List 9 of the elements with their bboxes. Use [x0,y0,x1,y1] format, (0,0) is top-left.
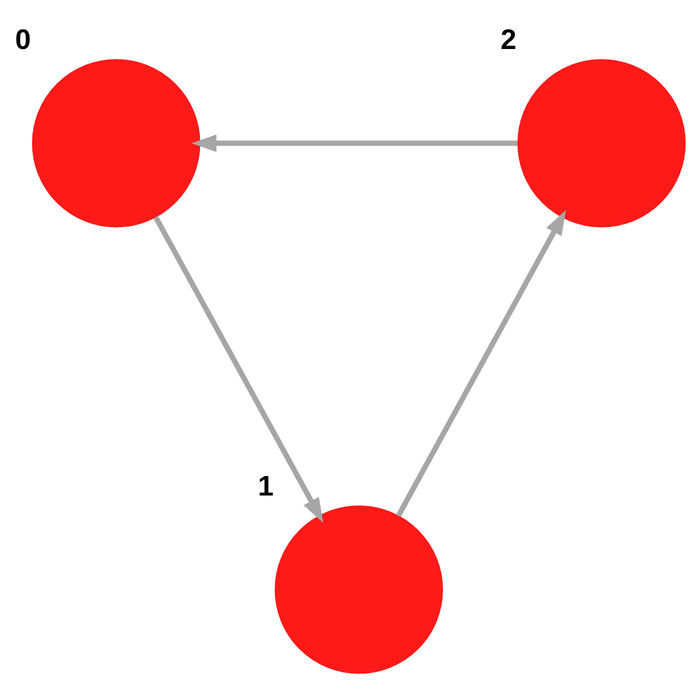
arrow [396,210,566,517]
arrow [192,134,518,152]
node-circle [32,58,200,227]
node-label: 0 [15,23,31,56]
arrow [153,215,324,522]
node-circle [274,505,443,674]
node-label: 1 [258,470,274,502]
node-circle [517,58,686,227]
node-label: 2 [500,23,516,56]
